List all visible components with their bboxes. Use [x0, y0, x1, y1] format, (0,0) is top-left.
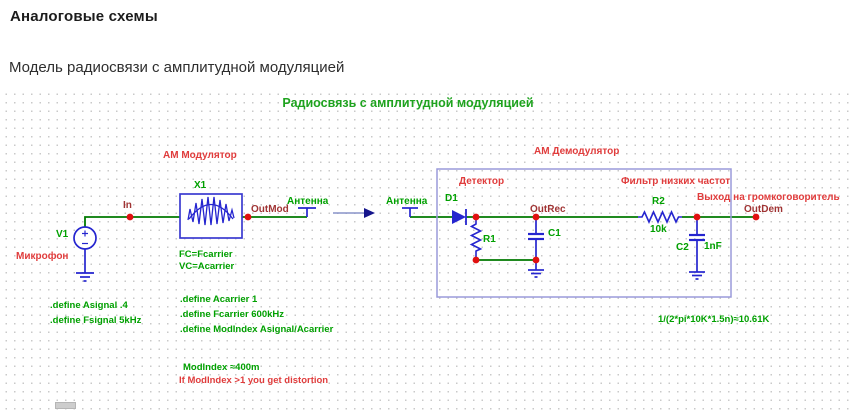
defines-carrier[interactable]: .define Acarrier 1 .define Fcarrier 600k…: [180, 292, 333, 337]
ground-symbol-v1[interactable]: [76, 272, 94, 282]
designator-d1[interactable]: D1: [445, 193, 458, 204]
label-antenna-tx[interactable]: Антенна: [287, 196, 329, 207]
node-label-in[interactable]: In: [123, 200, 132, 211]
designator-c1[interactable]: C1: [548, 228, 561, 239]
label-low-pass-filter[interactable]: Фильтр низких частот: [621, 176, 731, 187]
value-r2[interactable]: 10k: [650, 224, 667, 235]
schematic-title[interactable]: Радиосвязь с амплитудной модуляцией: [282, 96, 534, 110]
designator-c2[interactable]: C2: [676, 242, 689, 253]
mod-index-note[interactable]: ModIndex ≈400m: [183, 362, 260, 373]
label-speaker-output[interactable]: Выход на громкоговоритель: [697, 192, 840, 203]
x1-param-vc[interactable]: VC=Acarrier: [179, 261, 235, 272]
junction-dots: [126, 213, 760, 264]
designator-x1[interactable]: X1: [194, 180, 207, 191]
label-am-modulator[interactable]: АМ Модулятор: [163, 150, 237, 161]
document-heading: Аналоговые схемы: [10, 8, 158, 25]
label-am-demodulator[interactable]: АМ Демодулятор: [534, 146, 620, 157]
antenna-rx-symbol[interactable]: [402, 207, 418, 217]
x1-modulator-symbol[interactable]: [179, 193, 243, 239]
demodulator-box[interactable]: [436, 168, 732, 298]
label-microphone[interactable]: Микрофон: [16, 251, 69, 262]
label-antenna-rx[interactable]: Антенна: [386, 196, 428, 207]
schematic-canvas[interactable]: Радиосвязь с амплитудной модуляцией АМ М…: [0, 88, 850, 410]
document-subheading: Модель радиосвязи с амплитудной модуляци…: [9, 59, 345, 76]
v1-voltage-source[interactable]: [73, 226, 97, 273]
define-line[interactable]: .define ModIndex Asignal/Acarrier: [180, 324, 334, 335]
r1-resistor-symbol[interactable]: [469, 218, 483, 260]
ground-symbol-c2[interactable]: [689, 271, 705, 280]
define-line[interactable]: .define Fcarrier 600kHz: [180, 309, 285, 320]
circuit-graphics: [73, 168, 760, 298]
antenna-tx-symbol[interactable]: [298, 207, 316, 217]
define-line[interactable]: .define Acarrier 1: [180, 294, 258, 305]
distortion-warning[interactable]: If ModIndex >1 you get distortion: [179, 375, 329, 386]
filter-cutoff-formula[interactable]: 1/(2*pi*10K*1.5n)≈10.61K: [658, 314, 770, 325]
c2-capacitor-symbol[interactable]: [689, 217, 705, 272]
designator-r1[interactable]: R1: [483, 234, 496, 245]
define-line[interactable]: .define Fsignal 5kHz: [50, 315, 142, 326]
node-label-outdem[interactable]: OutDem: [744, 204, 783, 215]
define-line[interactable]: .define Asignal .4: [50, 300, 128, 311]
designator-v1[interactable]: V1: [56, 229, 69, 240]
label-detector[interactable]: Детектор: [459, 176, 505, 187]
defines-signal[interactable]: .define Asignal .4 .define Fsignal 5kHz: [50, 298, 141, 328]
r2-resistor-symbol[interactable]: [638, 210, 682, 224]
d1-diode-symbol[interactable]: [452, 209, 467, 225]
designator-r2[interactable]: R2: [652, 196, 665, 207]
horizontal-scrollbar-thumb[interactable]: [55, 402, 76, 409]
node-label-outrec[interactable]: OutRec: [530, 204, 566, 215]
value-c2[interactable]: 1nF: [704, 241, 722, 252]
node-label-outmod[interactable]: OutMod: [251, 204, 289, 215]
c1-capacitor-symbol[interactable]: [528, 217, 544, 260]
x1-param-fc[interactable]: FC=Fcarrier: [179, 249, 233, 260]
transmission-arrow: [333, 208, 375, 218]
